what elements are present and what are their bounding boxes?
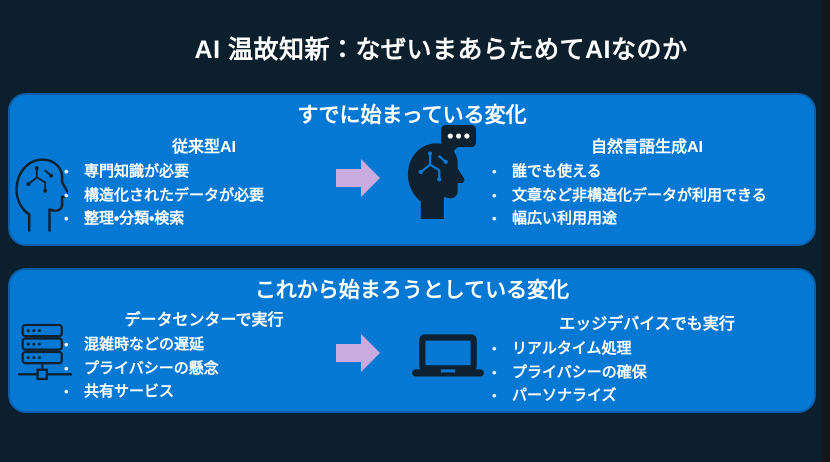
- datacenter-column: データセンターで実行 混雑時などの遅延 プライバシーの懸念 共有サービス: [54, 310, 354, 404]
- bullet-item: 構造化されたデータが必要: [54, 184, 354, 208]
- bullet-item: 誰でも使える: [482, 160, 812, 184]
- legacy-ai-column: 従来型AI 専門知識が必要 構造化されたデータが必要 整理・分類・検索: [54, 137, 354, 231]
- bullet-item: プライバシーの懸念: [54, 357, 354, 381]
- bullet-list: 混雑時などの遅延 プライバシーの懸念 共有サービス: [54, 333, 354, 404]
- bullet-item: パーソナライズ: [482, 384, 812, 408]
- column-heading: データセンターで実行: [124, 312, 284, 329]
- column-heading: 従来型AI: [171, 139, 236, 156]
- laptop-icon: [410, 334, 486, 378]
- speech-bubble-circuit-head-icon: [406, 125, 478, 219]
- bullet-item: リアルタイム処理: [482, 337, 812, 361]
- column-heading: エッジデバイスでも実行: [559, 316, 735, 333]
- bullet-item: 専門知識が必要: [54, 160, 354, 184]
- bullet-item: 整理・分類・検索: [54, 207, 354, 231]
- generative-ai-column: 自然言語生成AI 誰でも使える 文章など非構造化データが利用できる 幅広い利用用…: [482, 137, 812, 231]
- bullet-item: 文章など非構造化データが利用できる: [482, 184, 812, 208]
- panel-header: すでに始まっている変化: [297, 104, 527, 127]
- bullet-list: リアルタイム処理 プライバシーの確保 パーソナライズ: [482, 337, 812, 408]
- bullet-item: 共有サービス: [54, 380, 354, 404]
- panel-upcoming-change: これから始まろうとしている変化 データセンターで実行 混雑時などの遅延: [8, 268, 816, 413]
- bullet-item: 混雑時などの遅延: [54, 333, 354, 357]
- bullet-item: プライバシーの確保: [482, 361, 812, 385]
- block-arrow-right-icon: [336, 157, 380, 199]
- screen-edge-strip: [822, 0, 830, 462]
- panel-header: これから始まろうとしている変化: [254, 279, 570, 302]
- bullet-item: 幅広い利用用途: [482, 207, 812, 231]
- column-heading: 自然言語生成AI: [590, 139, 703, 156]
- bullet-list: 専門知識が必要 構造化されたデータが必要 整理・分類・検索: [54, 160, 354, 231]
- bullet-list: 誰でも使える 文章など非構造化データが利用できる 幅広い利用用途: [482, 160, 812, 231]
- slide-title: AI 温故知新：なぜいまあらためてAIなのか: [194, 36, 688, 64]
- block-arrow-right-icon: [336, 332, 380, 374]
- edge-device-column: エッジデバイスでも実行 リアルタイム処理 プライバシーの確保 パーソナライズ: [482, 314, 812, 408]
- panel-current-change: すでに始まっている変化 従来型AI 専門知識が必要 構造化されたデータが必要: [8, 93, 816, 246]
